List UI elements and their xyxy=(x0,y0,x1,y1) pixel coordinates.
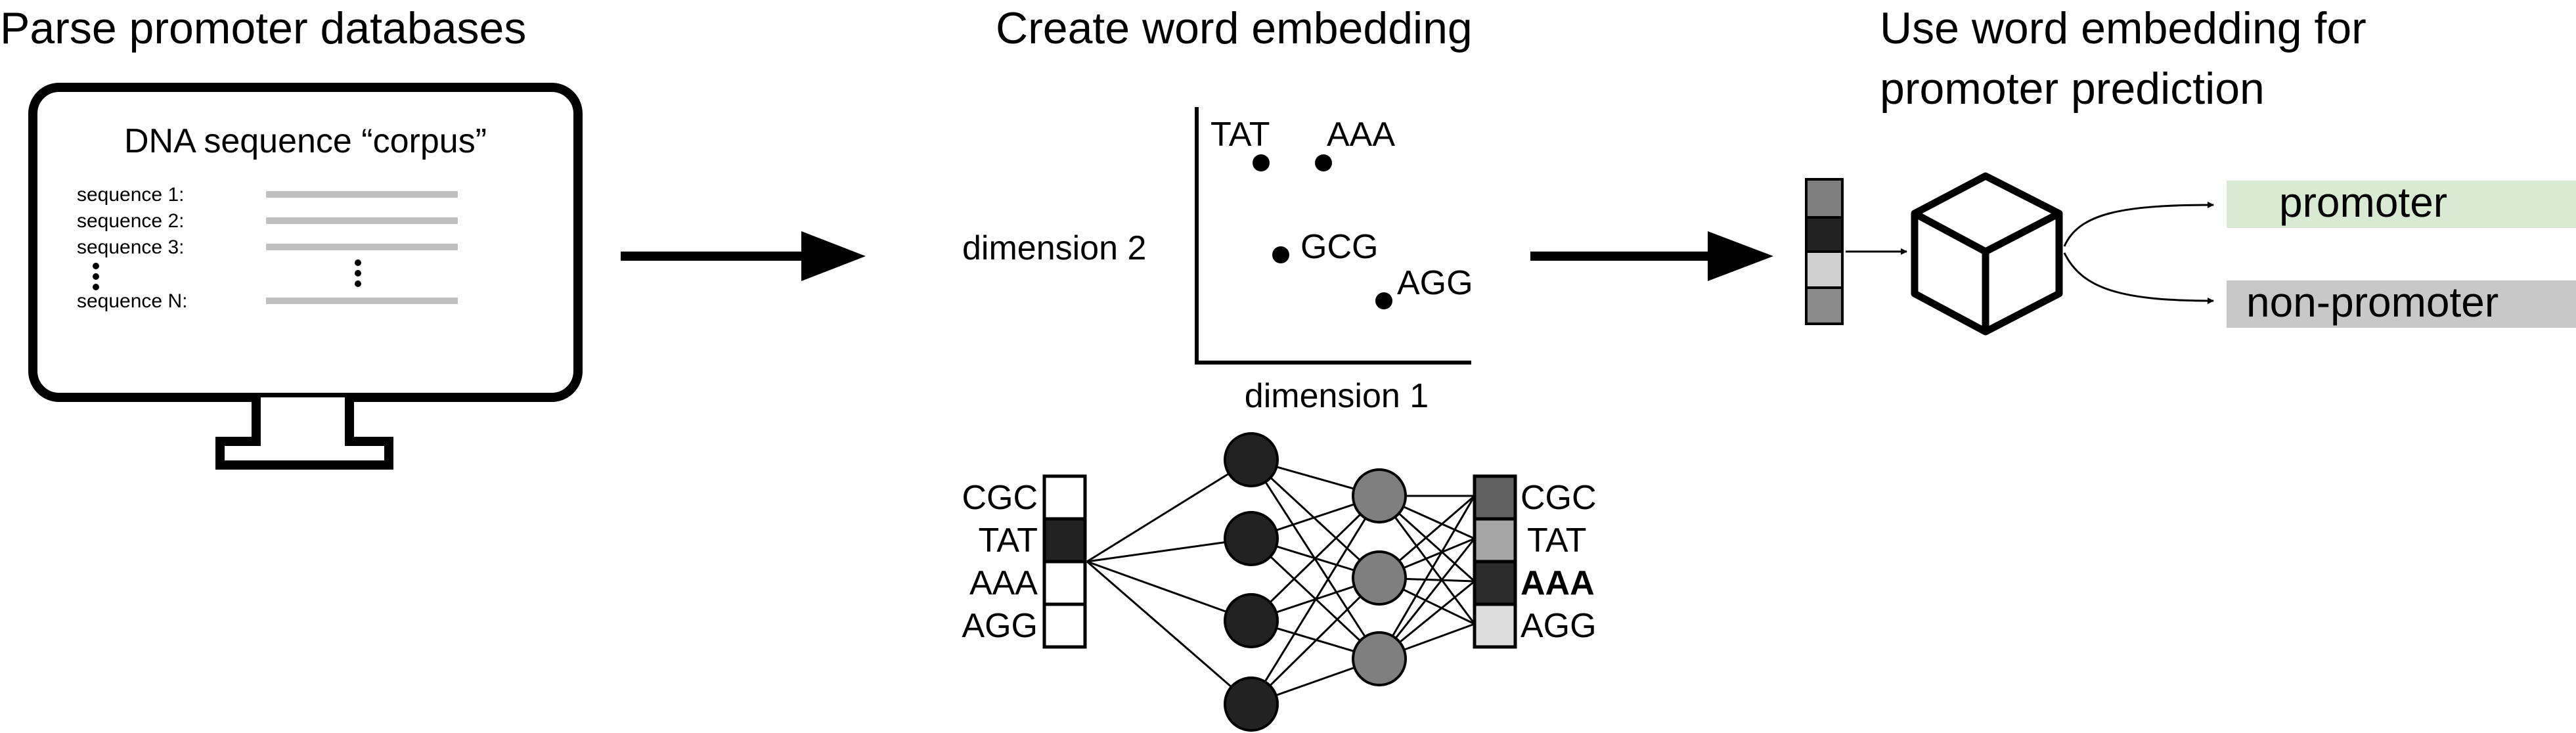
embedding-cell xyxy=(1805,286,1844,325)
network-edges xyxy=(1086,458,1476,705)
network-node xyxy=(1352,468,1407,523)
arrow-to-non-promoter xyxy=(2063,252,2214,304)
embedding-scatter: dimension 2 dimension 1 TAT AAA GCG AGG xyxy=(962,107,1473,415)
promoter-class: promoter xyxy=(2227,179,2576,228)
input-word: AGG xyxy=(962,607,1038,645)
parse-panel-title: Parse promoter databases xyxy=(0,3,526,53)
point-label: AAA xyxy=(1327,116,1395,154)
corpus-title: DNA sequence “corpus” xyxy=(124,122,487,160)
cube-icon xyxy=(1911,172,2063,336)
output-cell xyxy=(1473,517,1517,564)
network-node xyxy=(1352,550,1407,606)
output-word: AGG xyxy=(1521,607,1597,645)
embedding-point: TAT xyxy=(1210,116,1270,171)
output-vector xyxy=(1473,474,1517,649)
embedding-point: AAA xyxy=(1315,116,1395,171)
non-promoter-class-bg xyxy=(2227,280,2576,328)
input-cell xyxy=(1042,602,1087,649)
input-cell xyxy=(1042,474,1087,521)
arrow-to-prediction xyxy=(1530,231,1773,281)
point-label: TAT xyxy=(1210,116,1270,154)
input-word: TAT xyxy=(979,522,1038,560)
monitor-icon xyxy=(28,83,583,470)
embedding-cell xyxy=(1805,178,1844,219)
sequence-label: sequence N: xyxy=(77,290,187,312)
input-cell xyxy=(1042,560,1087,606)
output-cell xyxy=(1473,602,1517,649)
embedding-panel: Create word embedding dimension 2 dimens… xyxy=(962,3,1597,732)
sequence-lines xyxy=(266,191,458,304)
sequence-label: sequence 2: xyxy=(77,210,184,232)
input-vector xyxy=(1042,474,1087,649)
sequence-label: sequence 1: xyxy=(77,184,184,206)
output-cell xyxy=(1473,560,1517,606)
prediction-panel-title-line2: promoter prediction xyxy=(1880,64,2265,114)
y-axis-label: dimension 2 xyxy=(962,229,1146,267)
output-word-highlight: AAA xyxy=(1521,564,1595,602)
output-cell xyxy=(1473,474,1517,521)
prediction-panel-title-line1: Use word embedding for xyxy=(1880,3,2366,53)
input-word: AAA xyxy=(969,564,1038,602)
embedding-cell xyxy=(1805,250,1844,289)
embedding-cell xyxy=(1805,216,1844,253)
embedding-panel-title: Create word embedding xyxy=(996,3,1473,53)
output-word: CGC xyxy=(1521,479,1597,517)
input-cell xyxy=(1042,517,1087,564)
embedding-point: AGG xyxy=(1375,264,1473,309)
arrow-to-embedding xyxy=(621,231,866,281)
hidden-layer-1 xyxy=(1224,432,1279,732)
promoter-class-label: promoter xyxy=(2279,179,2447,226)
point-label: AGG xyxy=(1397,264,1473,302)
network-node xyxy=(1352,631,1407,686)
network-node xyxy=(1224,677,1279,732)
network-node xyxy=(1224,511,1279,566)
embedding-point: GCG xyxy=(1272,228,1378,266)
network-node xyxy=(1224,432,1279,487)
parse-panel: Parse promoter databases DNA sequence “c… xyxy=(0,3,583,470)
promoter-class-bg xyxy=(2227,181,2576,228)
non-promoter-class-label: non-promoter xyxy=(2246,278,2498,326)
sequence-label: sequence 3: xyxy=(77,236,184,258)
hidden-layer-2 xyxy=(1352,468,1407,686)
arrow-to-promoter xyxy=(2063,202,2214,247)
embedding-vector xyxy=(1805,178,1844,325)
non-promoter-class: non-promoter xyxy=(2227,278,2576,328)
ellipsis-dots xyxy=(93,259,361,290)
input-word: CGC xyxy=(962,479,1038,517)
network-node xyxy=(1224,593,1279,648)
output-word: TAT xyxy=(1527,522,1587,560)
point-label: GCG xyxy=(1300,228,1378,266)
neural-network: CGC TAT AAA AGG xyxy=(962,432,1597,732)
prediction-panel: Use word embedding for promoter predicti… xyxy=(1805,3,2576,336)
x-axis-label: dimension 1 xyxy=(1245,377,1429,415)
